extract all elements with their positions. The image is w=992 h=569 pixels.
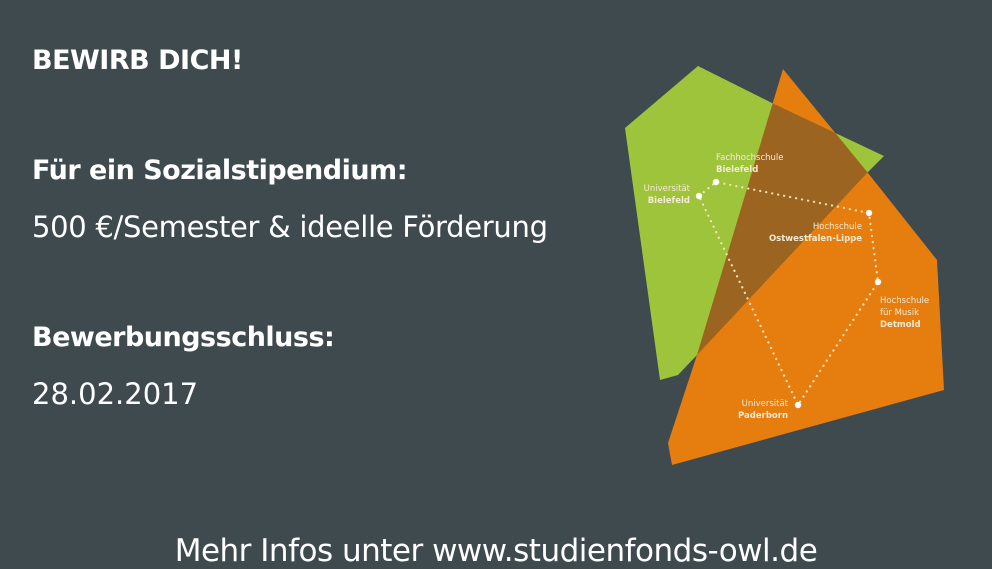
label-uni-paderborn-1: Universität [742,399,789,409]
dot-hs-owl [865,209,873,217]
scholarship-heading: Für ein Sozialstipendium: [32,155,408,186]
label-hs-owl-2: Ostwestfalen-Lippe [769,234,862,244]
label-hfm-detmold-1: Hochschule [880,296,929,306]
location-dots [695,178,882,409]
deadline-heading: Bewerbungsschluss: [32,322,335,353]
dot-uni-bielefeld [695,192,703,200]
label-hfm-detmold-3: Detmold [880,320,921,330]
label-fh-bielefeld-2: Bielefeld [716,165,758,175]
orange-shape [668,69,944,465]
footer-info-link: Mehr Infos unter www.studienfonds-owl.de [174,533,818,569]
label-uni-bielefeld-1: Universität [644,184,691,194]
dot-fh-bielefeld [712,178,720,186]
headline: BEWIRB DICH! [32,45,243,76]
label-uni-paderborn-2: Paderborn [738,411,788,421]
label-uni-bielefeld-2: Bielefeld [648,196,690,206]
label-fh-bielefeld-1: Fachhochschule [716,153,784,163]
label-hfm-detmold-2: für Musik [880,308,919,318]
scholarship-value: 500 €/Semester & ideelle Förderung [32,210,548,244]
connection-lines [697,180,880,408]
dot-uni-paderborn [794,401,802,409]
deadline-value: 28.02.2017 [32,377,199,411]
dot-hfm-detmold [874,278,882,286]
label-hs-owl-1: Hochschule [813,222,862,232]
